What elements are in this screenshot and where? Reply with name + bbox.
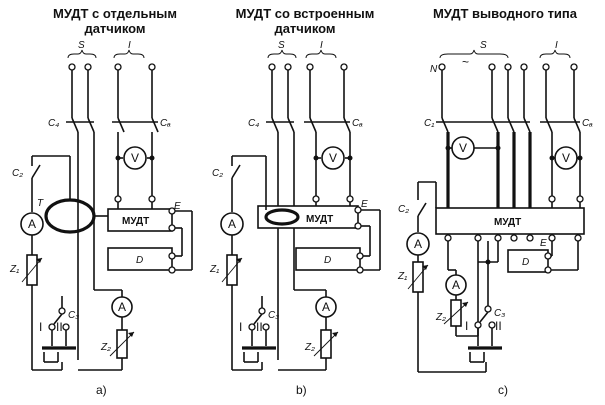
- title-b: МУДТ со встроенным датчиком: [225, 6, 385, 36]
- terminal: [148, 63, 156, 71]
- title-a: МУДТ с отдельным датчиком: [40, 6, 190, 36]
- d-label: D: [136, 255, 143, 266]
- mudt-label: МУДТ: [494, 217, 521, 228]
- voltmeter-2-label: V: [562, 151, 570, 165]
- label-z1: Z₁: [9, 264, 19, 275]
- title-c-line1: МУДТ выводного типа: [432, 6, 578, 21]
- label-s: S: [78, 40, 85, 51]
- d-box: [507, 249, 549, 273]
- label-z2: Z₂: [100, 342, 111, 353]
- panel-b: S I C₄ Cₐ V МУДТ E: [209, 40, 381, 397]
- label-pos-ii: II: [56, 320, 63, 334]
- voltmeter-label: V: [131, 151, 139, 165]
- label-c4: C₄: [248, 118, 259, 129]
- current-sensor: [44, 198, 96, 234]
- ammeter-2-label: A: [322, 300, 330, 314]
- panel-c: S I N ~ C₁ Cₐ V: [397, 40, 593, 397]
- voltmeter-label: V: [329, 151, 337, 165]
- label-pos-i: I: [239, 320, 242, 334]
- mudt-label: МУДТ: [122, 216, 149, 227]
- label-pos-i: I: [465, 319, 468, 333]
- d-label: D: [324, 255, 331, 266]
- voltmeter: [123, 146, 147, 170]
- label-e: E: [361, 199, 368, 210]
- label-n: N: [430, 64, 438, 75]
- voltmeter-label: V: [459, 141, 467, 155]
- label-c2: C₂: [398, 204, 409, 215]
- ammeter-label: A: [414, 237, 422, 251]
- voltmeter: [321, 146, 345, 170]
- label-s: S: [278, 40, 285, 51]
- mudt-box: [107, 208, 173, 232]
- ammeter-2-label: A: [118, 300, 126, 314]
- caption-c: c): [498, 383, 508, 397]
- label-pos-ii: II: [495, 319, 502, 333]
- ammeter-label: A: [28, 217, 36, 231]
- label-i: I: [555, 40, 558, 51]
- label-ca: Cₐ: [160, 118, 171, 129]
- title-b-line2: датчиком: [274, 21, 336, 36]
- label-ca: Cₐ: [352, 118, 363, 129]
- terminal: [84, 63, 92, 71]
- label-c2: C₂: [12, 168, 23, 179]
- title-b-line1: МУДТ со встроенным: [235, 6, 375, 21]
- voltmeter: [451, 136, 475, 160]
- label-s: S: [480, 40, 487, 51]
- label-tilde: ~: [462, 55, 469, 69]
- mudt-label: МУДТ: [306, 214, 333, 225]
- d-label: D: [522, 257, 529, 268]
- terminal: [114, 63, 122, 71]
- caption-a: a): [96, 383, 107, 397]
- label-e: E: [174, 201, 181, 212]
- label-i: I: [320, 40, 323, 51]
- title-a-line1: МУДТ с отдельным: [52, 6, 178, 21]
- caption-b: b): [296, 383, 307, 397]
- label-z1: Z₁: [397, 271, 407, 282]
- mudt-box: [435, 207, 585, 235]
- voltmeter-2: [554, 146, 578, 170]
- label-c1: C₁: [424, 118, 434, 129]
- ammeter-2-label: A: [452, 278, 460, 292]
- label-c3: C₃: [68, 310, 79, 321]
- label-e: E: [540, 238, 547, 249]
- label-c4: C₄: [48, 118, 59, 129]
- title-a-line2: датчиком: [84, 21, 146, 36]
- label-ca: Cₐ: [582, 118, 593, 129]
- label-pos-i: I: [39, 320, 42, 334]
- label-z2: Z₂: [304, 342, 315, 353]
- label-c3: C₃: [268, 310, 279, 321]
- panel-a: S I C₄ Cₐ V: [9, 40, 193, 397]
- label-c2: C₂: [212, 168, 223, 179]
- label-pos-ii: II: [256, 320, 263, 334]
- label-c3: C₃: [494, 308, 505, 319]
- ammeter-label: A: [228, 217, 236, 231]
- terminal: [68, 63, 76, 71]
- title-c: МУДТ выводного типа: [425, 6, 585, 21]
- label-t: T: [37, 198, 44, 209]
- current-sensor: [264, 208, 300, 226]
- label-z1: Z₁: [209, 264, 219, 275]
- label-z2: Z₂: [435, 312, 446, 323]
- label-i: I: [128, 40, 131, 51]
